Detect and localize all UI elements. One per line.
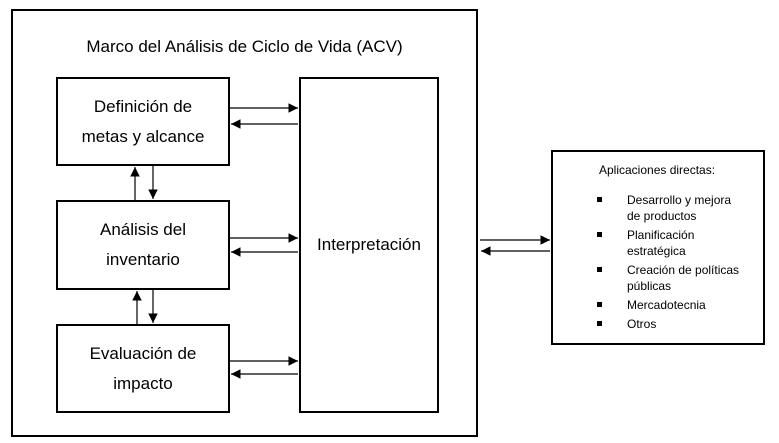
- list-item: Otros: [595, 316, 745, 332]
- acv-framework-frame: [11, 9, 478, 437]
- applications-list: Desarrollo y mejora de productos Planifi…: [595, 192, 745, 335]
- bullet-icon: [597, 197, 602, 202]
- interpretation-label: Interpretación: [317, 235, 421, 254]
- list-item: Mercadotecnia: [595, 297, 745, 313]
- definition-line-1: Definición de: [93, 96, 193, 116]
- evaluation-line-1: Evaluación de: [89, 343, 197, 363]
- bullet-icon: [597, 232, 602, 237]
- list-item: Creación de políticas públicas: [595, 262, 745, 294]
- definition-box: Definición de metas y alcance: [56, 77, 230, 166]
- inventory-box: Análisis del inventario: [56, 200, 230, 290]
- evaluation-line-2: impacto: [113, 373, 173, 393]
- inventory-line-1: Análisis del: [100, 220, 186, 239]
- applications-title: Aplicaciones directas:: [599, 163, 716, 177]
- frame-title: Marco del Análisis de Ciclo de Vida (ACV…: [86, 37, 403, 56]
- list-item: Desarrollo y mejora de productos: [595, 192, 745, 224]
- applications-box: Aplicaciones directas: Desarrollo y mejo…: [551, 150, 765, 345]
- bullet-icon: [597, 267, 602, 272]
- inventory-line-2: inventario: [106, 250, 180, 269]
- definition-line-2: metas y alcance: [81, 126, 205, 146]
- bullet-icon: [597, 302, 602, 307]
- evaluation-box: Evaluación de impacto: [56, 324, 230, 413]
- bullet-icon: [597, 321, 602, 326]
- interpretation-box: Interpretación: [299, 77, 439, 413]
- list-item: Planificación estratégica: [595, 227, 745, 259]
